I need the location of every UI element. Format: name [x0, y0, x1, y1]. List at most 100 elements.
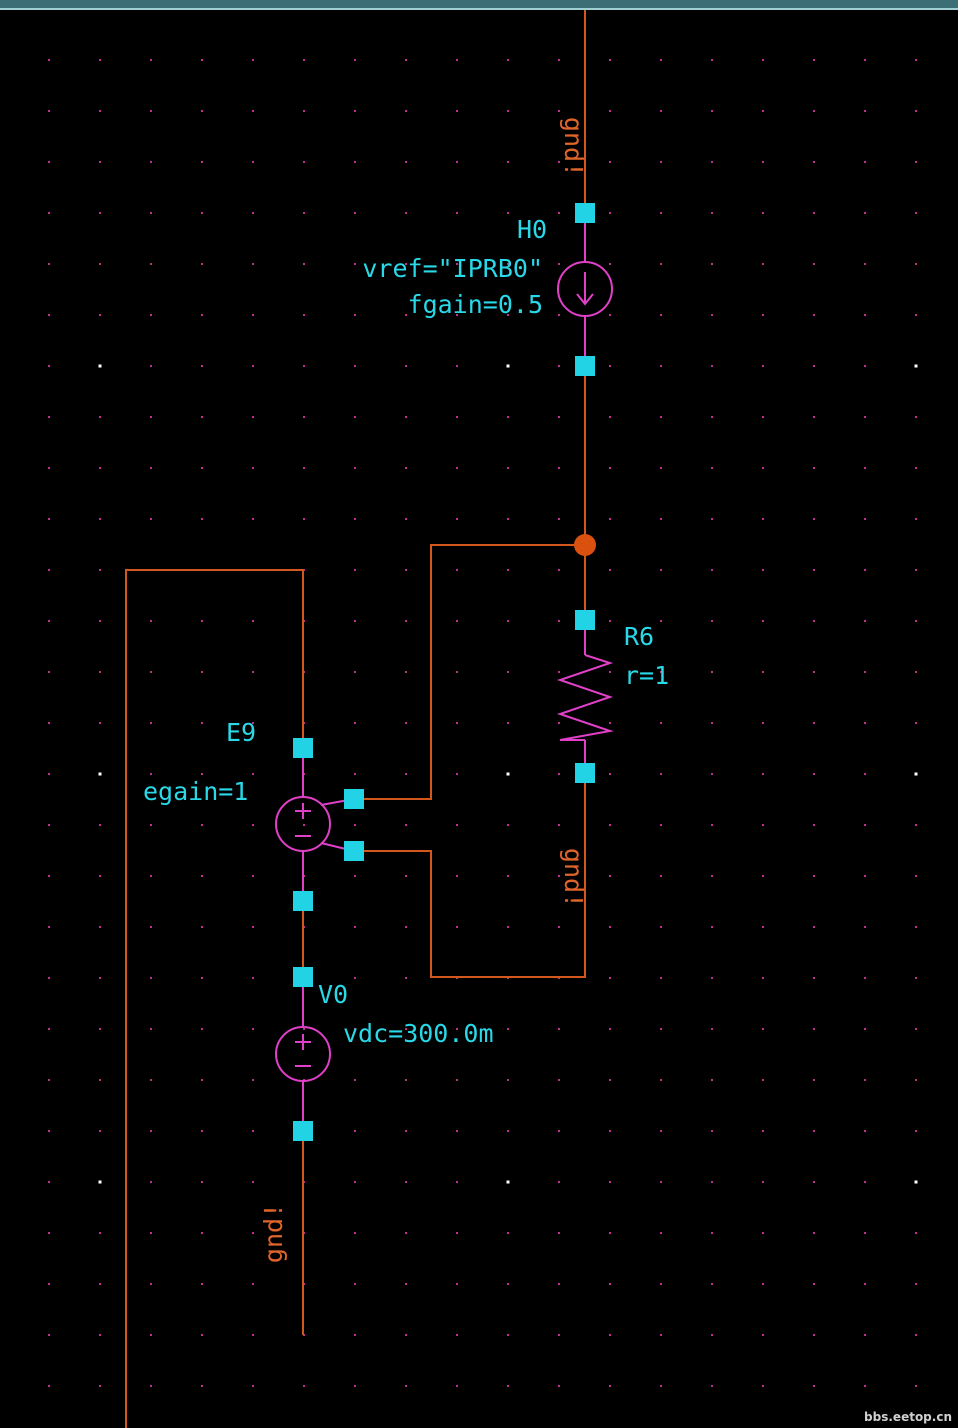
grid-dot [915, 824, 917, 826]
grid-dot [252, 518, 254, 520]
grid-dot [660, 977, 662, 979]
v0-pin-bottom[interactable] [293, 1121, 313, 1141]
grid-dot [405, 1079, 407, 1081]
grid-dot [354, 518, 356, 520]
grid-dot [456, 926, 458, 928]
grid-dot [915, 110, 917, 112]
grid-dot [354, 1079, 356, 1081]
grid-dot [558, 926, 560, 928]
grid-dot [711, 314, 713, 316]
grid-major-dot [98, 1180, 102, 1184]
grid-dot [201, 875, 203, 877]
grid-dot [354, 416, 356, 418]
grid-dot [609, 1283, 611, 1285]
grid-dot [660, 1028, 662, 1030]
e9-pin-ctrl-minus[interactable] [344, 841, 364, 861]
grid-dot [864, 773, 866, 775]
net-label-gnd-middle: gnd! [559, 848, 588, 908]
grid-dot [150, 212, 152, 214]
grid-dot [864, 824, 866, 826]
grid-dot [813, 1130, 815, 1132]
grid-dot [609, 212, 611, 214]
grid-dot [48, 773, 50, 775]
grid-dot [99, 569, 101, 571]
grid-dot [660, 569, 662, 571]
grid-dot [456, 416, 458, 418]
grid-dot [303, 824, 305, 826]
grid-dot [405, 263, 407, 265]
grid-dot [99, 875, 101, 877]
grid-dot [48, 1283, 50, 1285]
grid-dot [201, 1130, 203, 1132]
grid-dot [99, 620, 101, 622]
h0-pin-bottom[interactable] [575, 356, 595, 376]
grid-dot [48, 314, 50, 316]
grid-dot [762, 926, 764, 928]
grid-dot [711, 1385, 713, 1387]
grid-dot [915, 875, 917, 877]
grid-dot [354, 773, 356, 775]
grid-dot [660, 314, 662, 316]
grid-dot [150, 365, 152, 367]
grid-major-dot [506, 1180, 510, 1184]
v0-pin-top[interactable] [293, 967, 313, 987]
grid-dot [864, 1130, 866, 1132]
grid-dot [201, 1028, 203, 1030]
grid-dot [201, 1334, 203, 1336]
grid-dot [354, 1232, 356, 1234]
grid-dot [354, 110, 356, 112]
e9-name-label: E9 [226, 718, 256, 747]
grid-dot [507, 569, 509, 571]
grid-dot [507, 1334, 509, 1336]
grid-dot [48, 59, 50, 61]
grid-dot [354, 365, 356, 367]
grid-dot [558, 569, 560, 571]
r6-pin-bottom[interactable] [575, 763, 595, 783]
grid-dot [609, 1028, 611, 1030]
grid-dot [660, 1232, 662, 1234]
grid-dot [813, 263, 815, 265]
e9-pin-bottom[interactable] [293, 891, 313, 911]
grid-dot [813, 314, 815, 316]
grid-dot [252, 773, 254, 775]
grid-dot [813, 671, 815, 673]
grid-dot [864, 161, 866, 163]
grid-dot [609, 467, 611, 469]
grid-dot [201, 518, 203, 520]
grid-dot [762, 977, 764, 979]
grid-dot [762, 620, 764, 622]
grid-dot [558, 314, 560, 316]
grid-dot [405, 59, 407, 61]
r6-pin-top[interactable] [575, 610, 595, 630]
grid-dot [201, 161, 203, 163]
grid-dot [915, 1028, 917, 1030]
h0-pin-top[interactable] [575, 203, 595, 223]
grid-dot [405, 212, 407, 214]
grid-dot [48, 467, 50, 469]
grid-dot [558, 1079, 560, 1081]
grid-dot [99, 926, 101, 928]
grid-dot [201, 671, 203, 673]
grid-dot [660, 926, 662, 928]
grid-dot [150, 977, 152, 979]
grid-dot [456, 875, 458, 877]
grid-dot [405, 722, 407, 724]
e9-pin-top[interactable] [293, 738, 313, 758]
grid-dot [660, 1283, 662, 1285]
grid-dot [864, 467, 866, 469]
grid-major-dot [506, 772, 510, 776]
grid-dot [813, 1385, 815, 1387]
grid-dot [405, 416, 407, 418]
grid-dot [405, 620, 407, 622]
grid-dot [762, 1028, 764, 1030]
grid-dot [762, 875, 764, 877]
e9-pin-ctrl-plus[interactable] [344, 789, 364, 809]
grid-dot [711, 518, 713, 520]
grid-dot [813, 365, 815, 367]
grid-dot [150, 416, 152, 418]
grid-dot [405, 110, 407, 112]
net-label-gnd-bottom: gnd! [259, 1203, 288, 1263]
grid-dot [99, 416, 101, 418]
grid-dot [609, 365, 611, 367]
